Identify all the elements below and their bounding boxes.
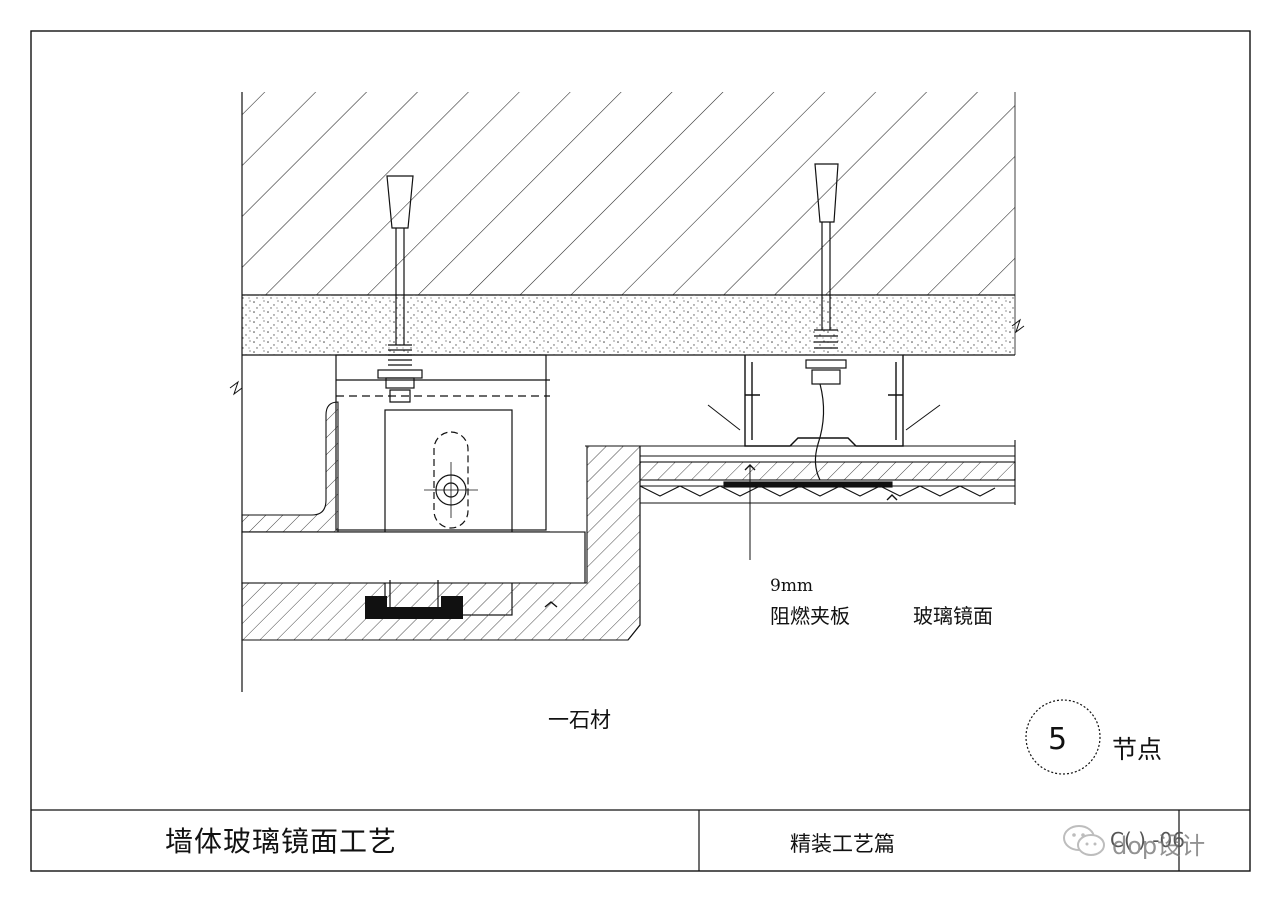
drawing-code: C( ) -06: [1110, 828, 1185, 852]
title-block-lines: [31, 809, 1250, 871]
drawing-frame: [30, 30, 1251, 872]
break-mark-right: [1011, 318, 1025, 334]
label-glass-mirror: 玻璃镜面: [913, 604, 993, 628]
node-label: 节点: [1112, 735, 1163, 764]
watermark-text: dop设计: [1112, 832, 1206, 860]
chevron-mark: [544, 601, 558, 608]
stone-return: [241, 401, 339, 533]
label-fire-board: 阻燃夹板: [770, 604, 850, 628]
steel-angle-bracket: [242, 354, 550, 533]
plaster-layer: [242, 295, 1015, 356]
break-mark-left: [229, 380, 243, 396]
node-number: 5: [1048, 722, 1068, 757]
concrete-wall: [242, 92, 1015, 296]
anchor-bolt-right: [805, 163, 847, 481]
label-thickness: 9mm: [770, 576, 814, 596]
wechat-icon: [1063, 825, 1105, 856]
c-channel: [707, 355, 941, 447]
series-name: 精装工艺篇: [790, 832, 895, 856]
drawing-title: 墙体玻璃镜面工艺: [165, 825, 398, 858]
label-stone: 一石材: [548, 708, 611, 732]
node-circle: [1025, 699, 1101, 775]
clip-fixing: [365, 580, 463, 619]
stone-slab: [241, 445, 641, 641]
board-layers: [639, 440, 1016, 505]
